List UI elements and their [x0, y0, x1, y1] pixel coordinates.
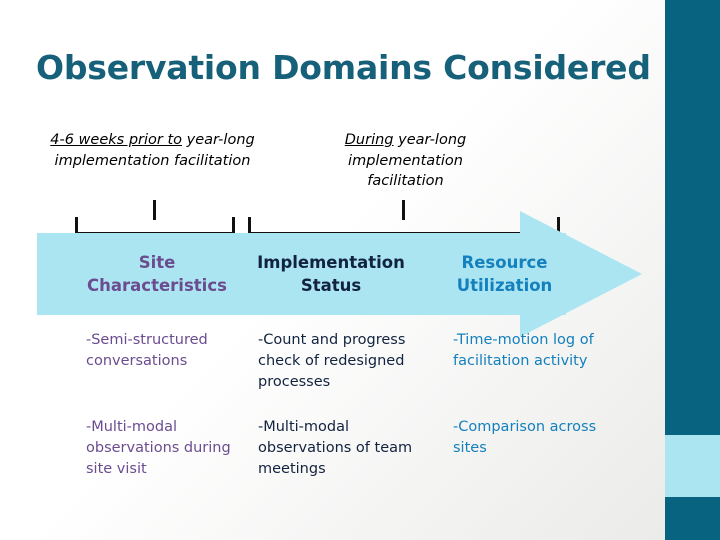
caption-during-underlined: During: [344, 132, 394, 148]
column-heading-site-characteristics: Site Characteristics: [87, 253, 227, 296]
bullet-resource-2: -Comparison across sites: [453, 419, 597, 457]
edge-bar-middle: [665, 435, 720, 497]
caption-prior-rest: year-long implementation facilitation: [54, 132, 255, 169]
caption-during-rest: year-long implementation facilitation: [348, 132, 467, 190]
column-heading-resource-utilization: Resource Utilization: [456, 253, 553, 296]
bracket-stem-right: [402, 200, 405, 220]
edge-bar-top: [665, 0, 720, 435]
column-heading-implementation-status: Implementation Status: [257, 253, 405, 296]
edge-bar-bottom: [665, 497, 720, 540]
bullet-implementation-1: -Count and progress check of redesigned …: [258, 332, 406, 391]
bullet-site-2: -Multi-modal observations during site vi…: [86, 419, 231, 478]
caption-prior-phase: 4-6 weeks prior to year-long implementat…: [30, 130, 275, 171]
process-arrow-head-icon: [520, 211, 642, 337]
caption-during-phase: During year-long implementation facilita…: [308, 130, 503, 192]
caption-prior-underlined: 4-6 weeks prior to: [50, 132, 183, 148]
process-arrow-shaft: [37, 233, 566, 315]
page-title: Observation Domains Considered: [36, 48, 651, 87]
bracket-stem-left: [153, 200, 156, 220]
bullet-resource-1: -Time-motion log of facilitation activit…: [453, 332, 594, 370]
bullet-implementation-2: -Multi-modal observations of team meetin…: [258, 419, 413, 478]
bullet-site-1: -Semi-structured conversations: [86, 332, 208, 370]
